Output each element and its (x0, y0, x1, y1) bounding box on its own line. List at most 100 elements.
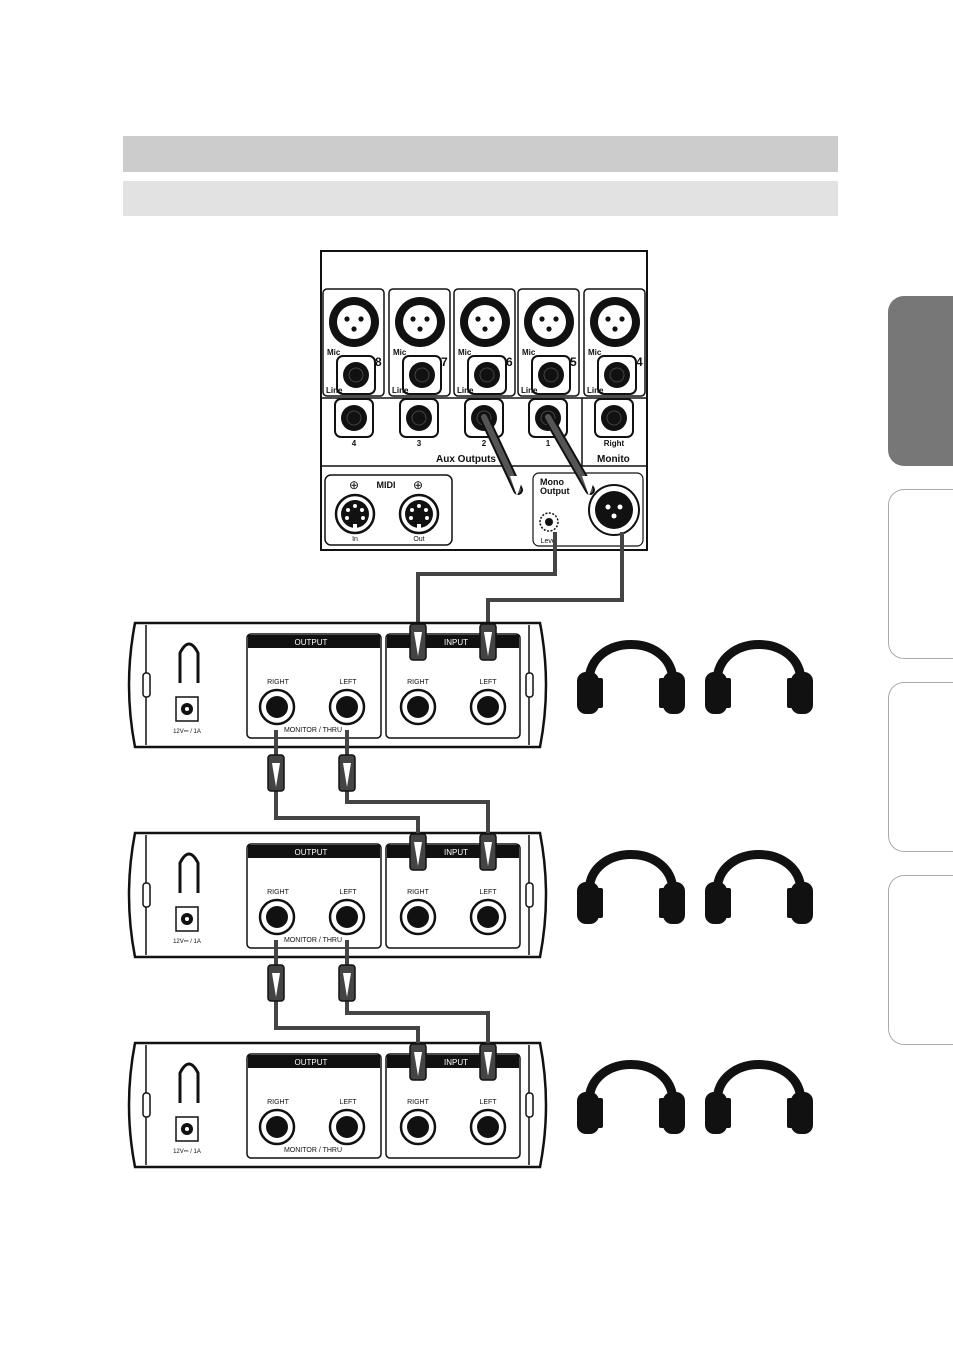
aux-jack-label: Right (604, 439, 625, 448)
cable-plug-arrow-icon (409, 623, 427, 661)
input-right-jack[interactable] (399, 688, 437, 726)
input-section (385, 1053, 521, 1159)
line-label: Line (392, 386, 409, 395)
input-left-jack[interactable] (469, 898, 507, 936)
section-subheader-bar (123, 181, 838, 216)
cable-plug-arrow-icon (409, 833, 427, 871)
line-label: Line (457, 386, 474, 395)
input-right-label: RIGHT (407, 679, 430, 686)
side-tab-1[interactable] (888, 296, 953, 466)
headphones-group (577, 645, 813, 1135)
mixer-cables (479, 412, 596, 496)
mic-xlr-input[interactable] (395, 297, 445, 347)
input-right-label: RIGHT (407, 1099, 430, 1106)
monitor-thru-label: MONITOR / THRU (284, 937, 342, 944)
aux-output-jack-5[interactable]: Right (594, 398, 634, 448)
output-title: OUTPUT (295, 1058, 328, 1067)
input-right-jack[interactable] (399, 898, 437, 936)
aux-output-jack-1[interactable]: 4 (334, 398, 374, 448)
aux-output-jack-3[interactable]: 2 (464, 398, 504, 448)
output-right-label: RIGHT (267, 889, 290, 896)
side-tab-3[interactable] (888, 682, 953, 852)
cable-plug-arrow-icon (479, 833, 497, 871)
output-section (246, 843, 382, 949)
input-right-jack[interactable] (399, 1108, 437, 1146)
output-left-jack[interactable] (328, 898, 366, 936)
output-left-label: LEFT (339, 1099, 357, 1106)
line-jack-input[interactable] (336, 355, 376, 395)
headphones-icon (577, 645, 685, 715)
cable-plug-arrow-icon (267, 964, 285, 1002)
cable-clip-icon (178, 1062, 200, 1103)
line-jack-input[interactable] (531, 355, 571, 395)
mic-label: Mic (458, 348, 472, 357)
input-section (385, 633, 521, 739)
output-right-jack[interactable] (258, 688, 296, 726)
mono-level-label: Level (541, 538, 558, 545)
mono-output-xlr[interactable] (595, 491, 633, 529)
side-tab-2[interactable] (888, 489, 953, 659)
channel-number: 8 (375, 355, 382, 369)
mic-xlr-input[interactable] (590, 297, 640, 347)
cable-plug-arrow-icon (479, 623, 497, 661)
aux-jack-label: 4 (352, 439, 357, 448)
mic-label: Mic (393, 348, 407, 357)
mic-xlr-input[interactable] (329, 297, 379, 347)
power-label: 12V⎓ / 1A (173, 939, 201, 945)
aux-output-jack-2[interactable]: 3 (399, 398, 439, 448)
line-jack-input[interactable] (597, 355, 637, 395)
headphones-icon (705, 645, 813, 715)
mic-label: Mic (588, 348, 602, 357)
aux-jack-label: 3 (417, 439, 422, 448)
mono-output-label-2: Output (540, 486, 570, 496)
output-right-jack[interactable] (258, 1108, 296, 1146)
input-left-label: LEFT (479, 679, 497, 686)
mic-xlr-input[interactable] (524, 297, 574, 347)
cable-plug-arrow-icon (409, 1043, 427, 1081)
channel-number: 6 (506, 355, 513, 369)
cable-plug-arrow-icon (479, 1043, 497, 1081)
output-right-label: RIGHT (267, 679, 290, 686)
output-left-jack[interactable] (328, 1108, 366, 1146)
midi-label: MIDI (377, 480, 396, 490)
midi-out-label: Out (413, 536, 424, 543)
input-title: INPUT (444, 1058, 468, 1067)
power-label: 12V⎓ / 1A (173, 729, 201, 735)
midi-in-port[interactable] (334, 493, 376, 535)
channel-number: 5 (570, 355, 577, 369)
channel-number: 7 (441, 355, 448, 369)
input-title: INPUT (444, 848, 468, 857)
input-left-jack[interactable] (469, 688, 507, 726)
input-right-label: RIGHT (407, 889, 430, 896)
monitor-thru-label: MONITOR / THRU (284, 727, 342, 734)
aux-output-jack-4[interactable]: 1 (528, 398, 568, 448)
cable-plug-arrow-icon (338, 964, 356, 1002)
output-title: OUTPUT (295, 848, 328, 857)
cable-clip-icon (178, 852, 200, 893)
input-left-jack[interactable] (469, 1108, 507, 1146)
side-tab-4[interactable] (888, 875, 953, 1045)
midi-ground-icon-out: ⊕ (413, 478, 423, 492)
headphones-icon (577, 1065, 685, 1135)
midi-ground-icon-in: ⊕ (349, 478, 359, 492)
power-label: 12V⎓ / 1A (173, 1149, 201, 1155)
output-title: OUTPUT (295, 638, 328, 647)
input-left-label: LEFT (479, 889, 497, 896)
line-jack-input[interactable] (467, 355, 507, 395)
aux-outputs-label: Aux Outputs (436, 454, 496, 465)
aux-jack-label: 2 (482, 439, 487, 448)
midi-in-label: In (352, 536, 358, 543)
mic-xlr-input[interactable] (460, 297, 510, 347)
mono-output-section: Mono Output Level (532, 472, 644, 547)
mic-label: Mic (327, 348, 341, 357)
output-right-jack[interactable] (258, 898, 296, 936)
headphones-icon (577, 855, 685, 925)
cable-plug-arrow-icon (267, 754, 285, 792)
output-left-jack[interactable] (328, 688, 366, 726)
midi-out-port[interactable] (398, 493, 440, 535)
output-left-label: LEFT (339, 679, 357, 686)
line-jack-input[interactable] (402, 355, 442, 395)
